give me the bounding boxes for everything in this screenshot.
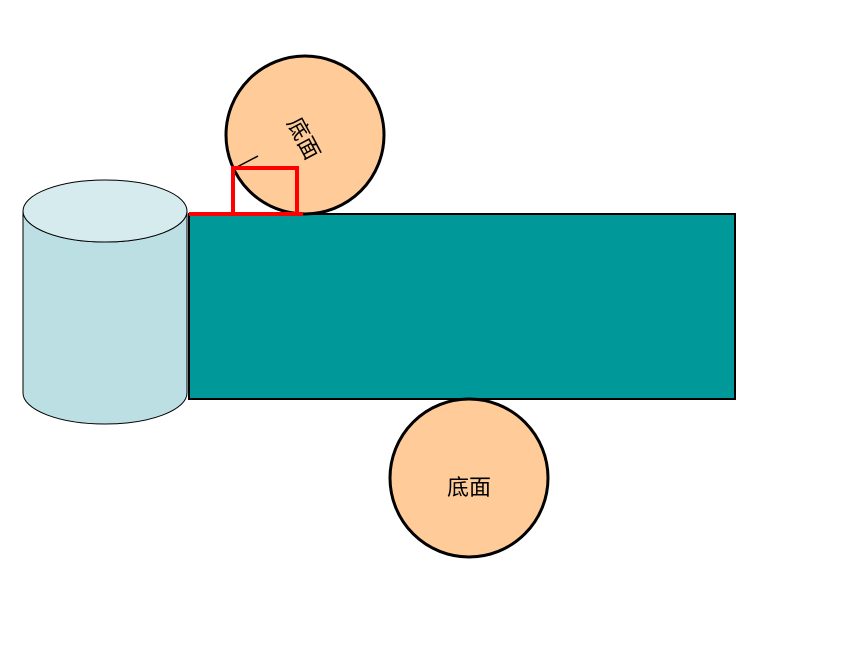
top-base-circle [224,54,386,216]
cylinder-3d [22,179,188,425]
top-base: 底面 [224,54,386,216]
bottom-base: 底面 [388,397,550,559]
bottom-base-label: 底面 [447,476,491,501]
cylinder-side [22,210,188,425]
cylinder-top-face [22,179,188,243]
bottom-base-circle [388,397,550,559]
radius-tick [236,155,259,168]
highlight-square [231,166,299,216]
highlight-marker [189,166,303,216]
lateral-surface-rect [188,213,736,400]
